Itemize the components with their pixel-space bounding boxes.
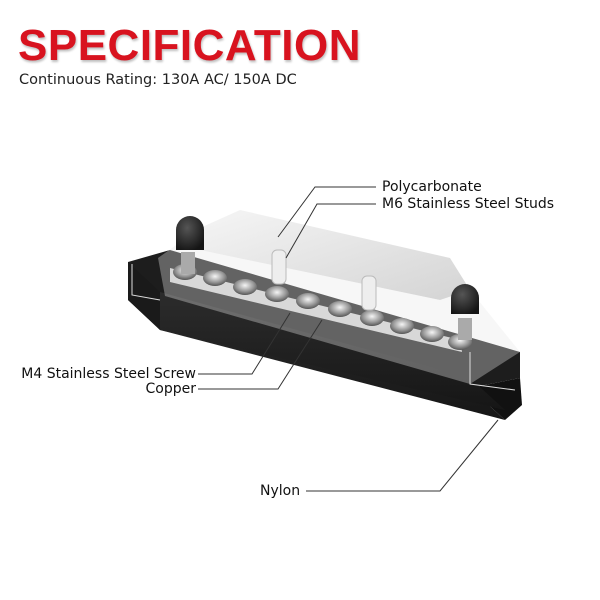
callout-lines (198, 186, 499, 492)
callout-m6-studs: M6 Stainless Steel Studs (382, 196, 555, 212)
rating-subtitle: Continuous Rating: 130A AC/ 150A DC (19, 72, 297, 88)
cap-nuts (176, 216, 479, 340)
callout-copper: Copper (145, 381, 196, 397)
callout-polycarbonate: Polycarbonate (382, 179, 482, 195)
callout-nylon: Nylon (260, 483, 301, 499)
callout-m4-screw: M4 Stainless Steel Screw (21, 366, 196, 382)
page-title: SPECIFICATION (18, 21, 362, 70)
m6-studs (271, 249, 377, 311)
m4-screws (173, 264, 472, 350)
